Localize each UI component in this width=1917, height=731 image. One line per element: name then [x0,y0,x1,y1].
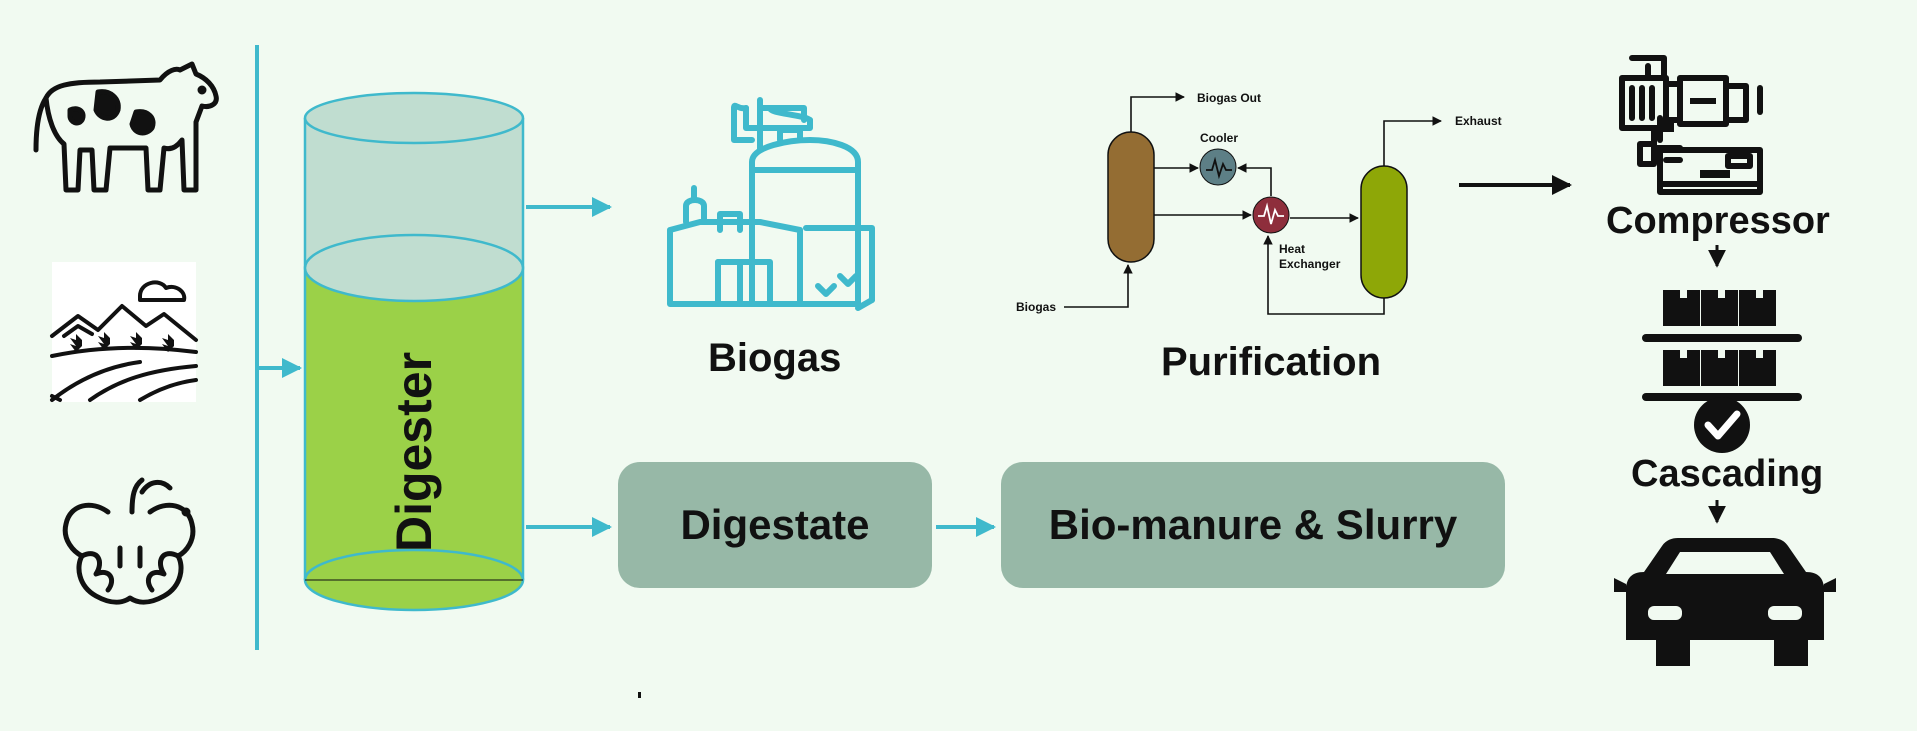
cascading-label: Cascading [1631,453,1824,495]
biogas-in-label: Biogas [1016,300,1057,314]
check-mark [1704,410,1741,440]
heat-exchanger-label-2: Exchanger [1279,257,1341,271]
food-waste-icon [62,477,196,605]
bio-manure-box: Bio-manure & Slurry [1001,462,1505,588]
cow-icon [33,61,219,193]
compressor-icon [1619,55,1763,195]
biogas-label: Biogas [708,336,842,380]
cooler-label: Cooler [1200,131,1239,145]
scrubber-column [1107,131,1155,263]
purification-diagram [1064,92,1442,315]
heat-exchanger-symbol [1252,196,1290,234]
biogas-out-label: Biogas Out [1197,91,1262,105]
biogas-plant-icon [667,97,875,311]
digester-tank [303,91,525,612]
compressor-icon-fill [1658,98,1730,178]
cascade-storage-icon [1642,290,1802,453]
heat-exchanger-label-1: Heat [1279,242,1306,256]
car-icon [1614,538,1836,666]
farmland-icon [50,262,198,402]
digester-label: Digester [386,351,442,553]
compressor-label: Compressor [1606,200,1830,242]
exhaust-label: Exhaust [1455,114,1502,128]
purification-label: Purification [1161,340,1382,384]
cooler-symbol [1199,148,1237,186]
stray-mark [638,692,641,698]
regeneration-column [1360,165,1408,299]
digestate-box: Digestate [618,462,932,588]
